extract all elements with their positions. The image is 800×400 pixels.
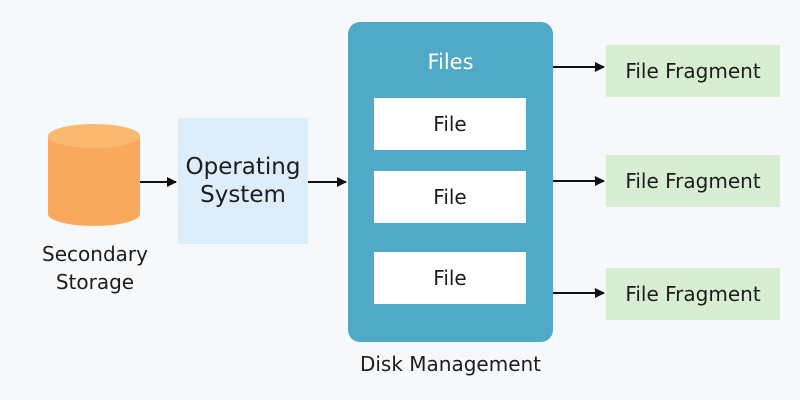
file-box: File bbox=[374, 252, 526, 304]
operating-system-label: Operating System bbox=[185, 154, 301, 208]
file-fragment-box: File Fragment bbox=[606, 155, 780, 207]
secondary-storage-label-line2: Storage bbox=[55, 270, 135, 294]
files-title: Files bbox=[427, 50, 474, 74]
file-label: File bbox=[433, 185, 467, 209]
file-box: File bbox=[374, 171, 526, 223]
secondary-storage-label-line1: Secondary bbox=[42, 242, 148, 266]
file-label: File bbox=[433, 266, 467, 290]
storage-cylinder-icon bbox=[48, 124, 140, 226]
file-label: File bbox=[433, 112, 467, 136]
file-fragment-label: File Fragment bbox=[625, 282, 761, 306]
file-fragment-box: File Fragment bbox=[606, 45, 780, 97]
disk-management-caption: Disk Management bbox=[359, 352, 542, 376]
file-fragment-label: File Fragment bbox=[625, 169, 761, 193]
file-fragment-box: File Fragment bbox=[606, 268, 780, 320]
file-box: File bbox=[374, 98, 526, 150]
secondary-storage-label: Secondary Storage bbox=[20, 240, 170, 296]
file-fragment-label: File Fragment bbox=[625, 59, 761, 83]
operating-system-box: Operating System bbox=[178, 118, 308, 244]
